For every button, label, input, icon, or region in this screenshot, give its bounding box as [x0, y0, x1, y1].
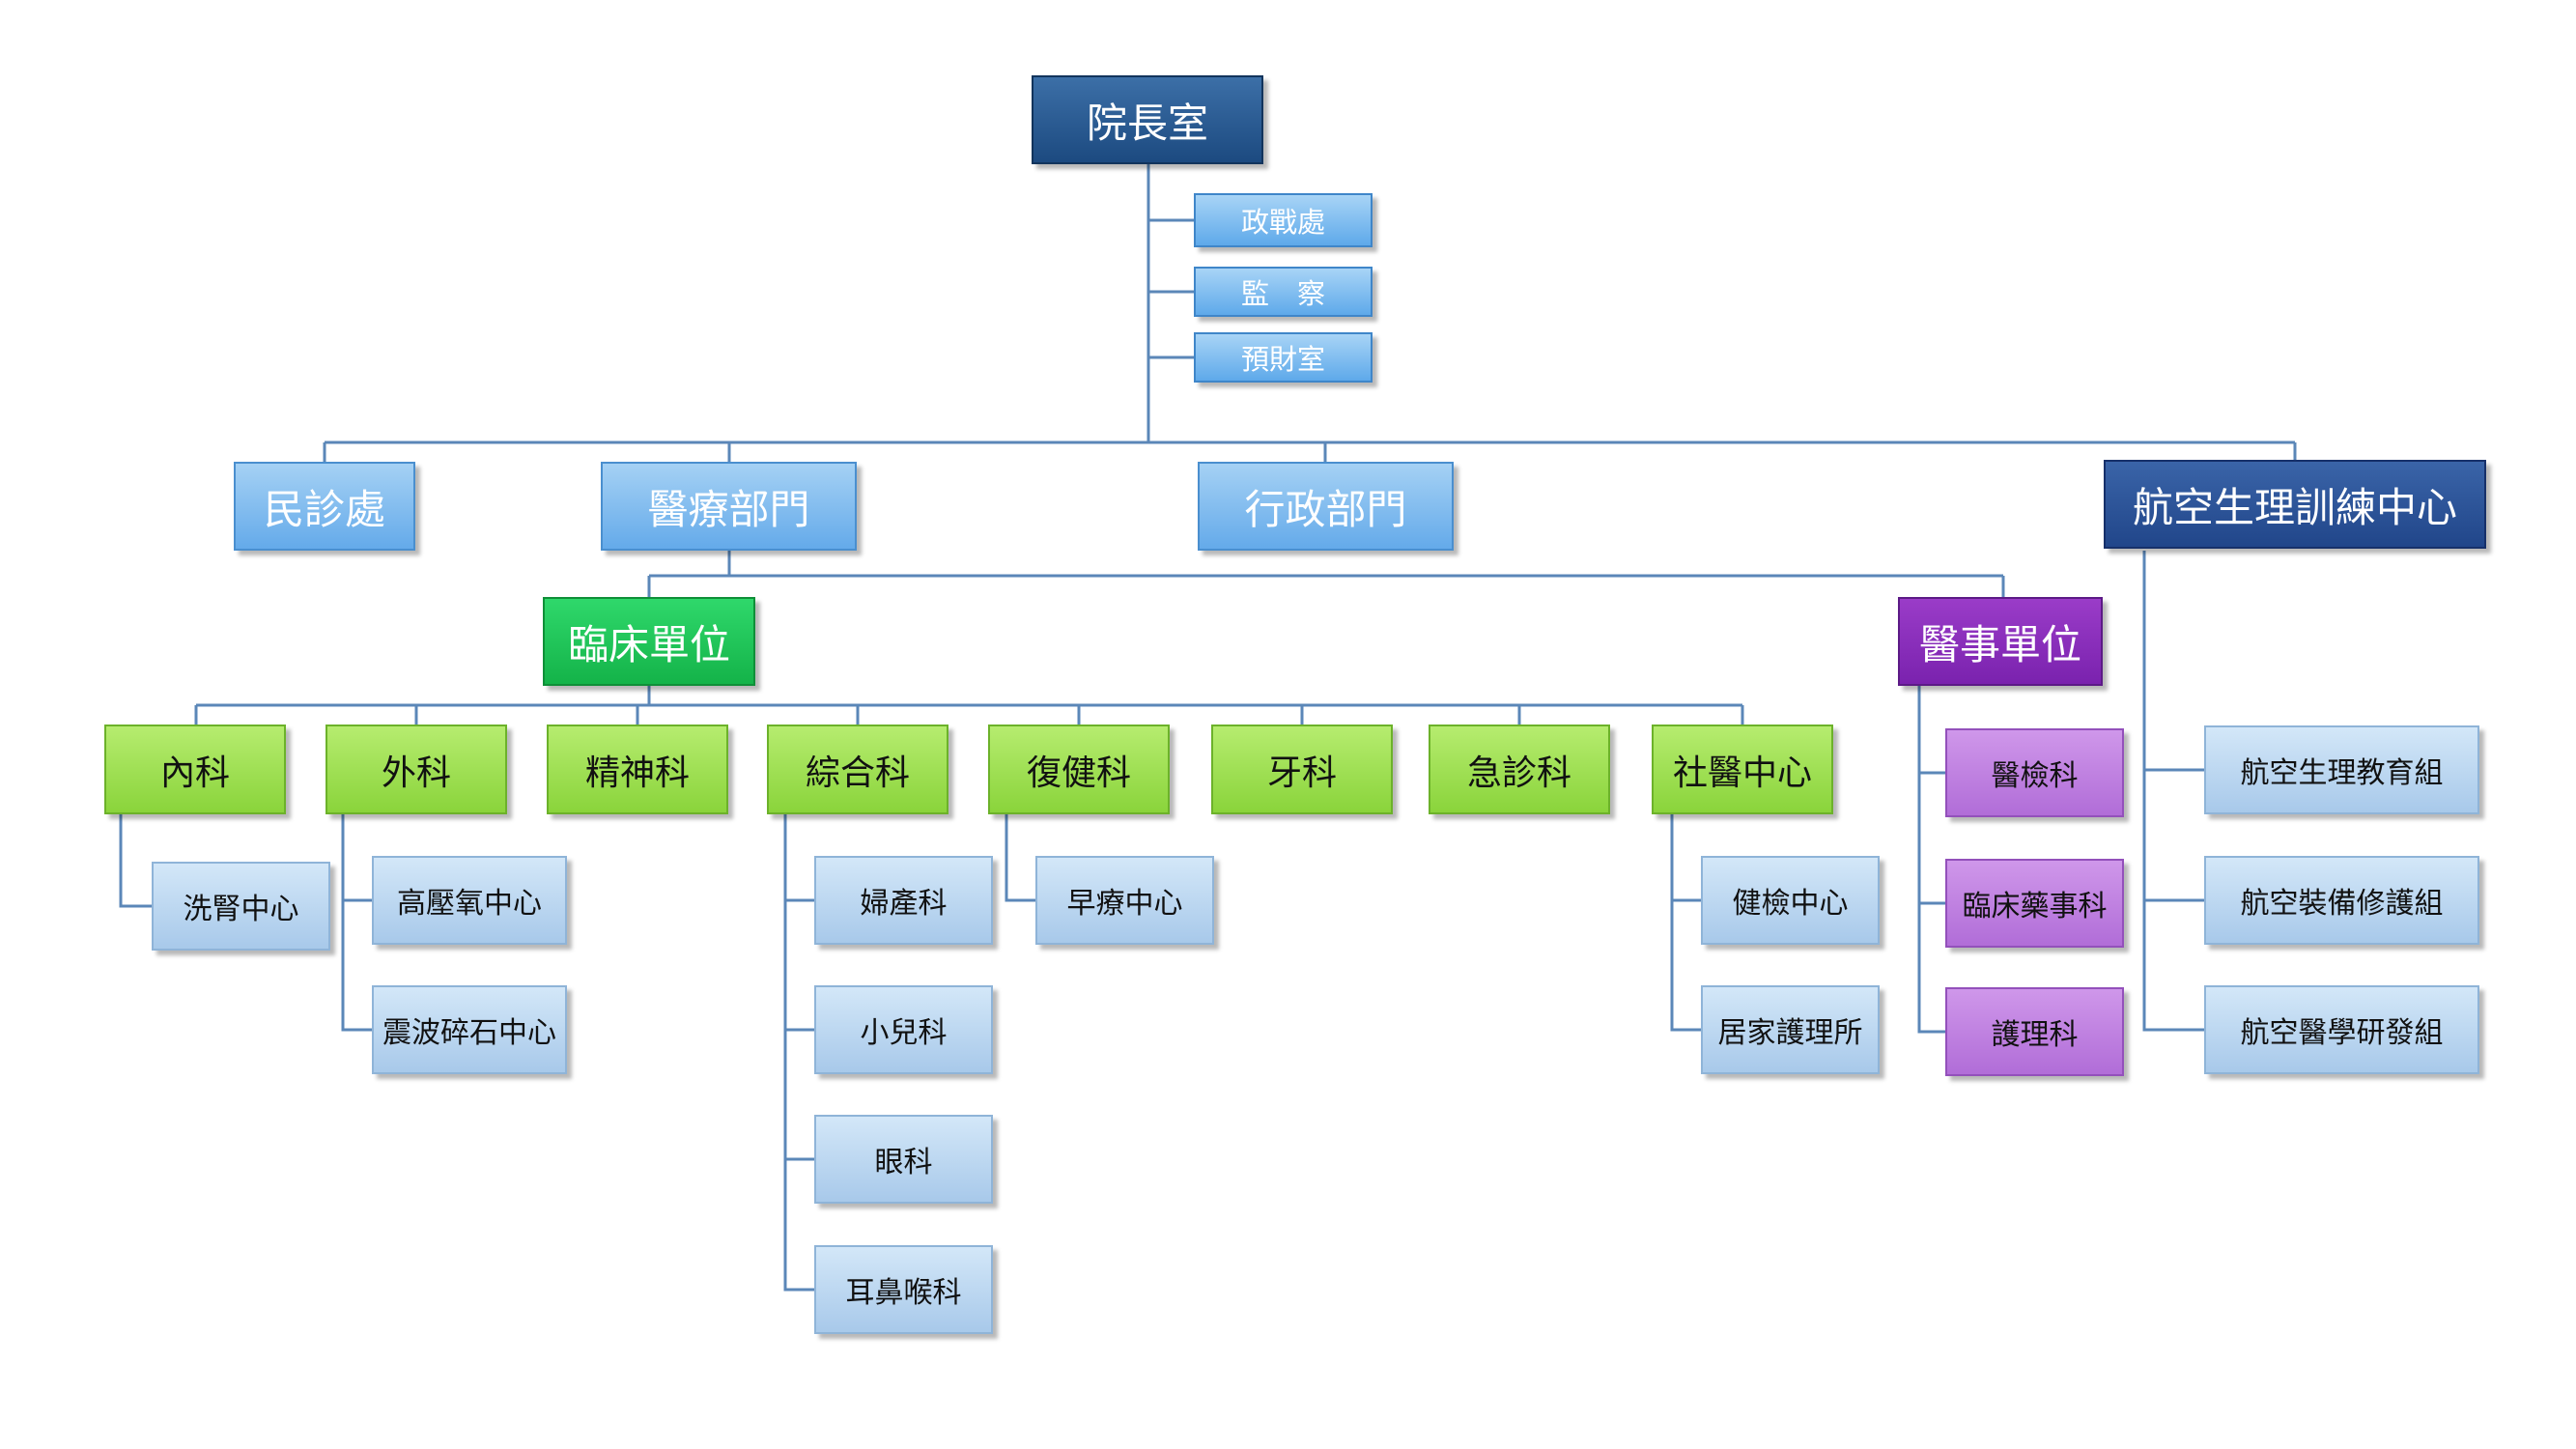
node-nursing: 護理科	[1945, 987, 2124, 1076]
node-hyperbaric-center: 高壓氧中心	[372, 856, 567, 945]
node-aviation-education: 航空生理教育組	[2204, 725, 2479, 814]
node-early-intervention: 早療中心	[1035, 856, 1214, 945]
node-health-checkup: 健檢中心	[1701, 856, 1880, 945]
node-civilian: 民診處	[234, 462, 415, 551]
node-clinical-units: 臨床單位	[543, 597, 755, 686]
node-community-medicine: 社醫中心	[1652, 724, 1833, 814]
node-president: 院長室	[1032, 75, 1263, 164]
node-psychiatry: 精神科	[547, 724, 728, 814]
node-inspection: 監 察	[1194, 267, 1373, 317]
node-budget: 預財室	[1194, 332, 1373, 383]
node-pharmacy: 臨床藥事科	[1945, 859, 2124, 948]
node-aviation-equipment: 航空裝備修護組	[2204, 856, 2479, 945]
node-home-nursing: 居家護理所	[1701, 985, 1880, 1074]
node-dentistry: 牙科	[1211, 724, 1393, 814]
node-surgery: 外科	[326, 724, 507, 814]
node-medical-affairs: 醫事單位	[1898, 597, 2103, 686]
node-ophthalmology: 眼科	[814, 1115, 993, 1204]
node-emergency: 急診科	[1429, 724, 1610, 814]
node-pediatrics: 小兒科	[814, 985, 993, 1074]
node-aviation-research: 航空醫學研發組	[2204, 985, 2479, 1074]
node-dialysis-center: 洗腎中心	[152, 862, 330, 951]
node-rehabilitation: 復健科	[988, 724, 1170, 814]
node-internal-medicine: 內科	[104, 724, 286, 814]
node-obgyn: 婦產科	[814, 856, 993, 945]
node-ent: 耳鼻喉科	[814, 1245, 993, 1334]
node-political: 政戰處	[1194, 193, 1373, 247]
node-lithotripsy-center: 震波碎石中心	[372, 985, 567, 1074]
node-admin-dept: 行政部門	[1198, 462, 1454, 551]
node-laboratory: 醫檢科	[1945, 728, 2124, 817]
node-medical-dept: 醫療部門	[601, 462, 857, 551]
node-aviation-center: 航空生理訓練中心	[2104, 460, 2486, 549]
node-general-medicine: 綜合科	[767, 724, 948, 814]
